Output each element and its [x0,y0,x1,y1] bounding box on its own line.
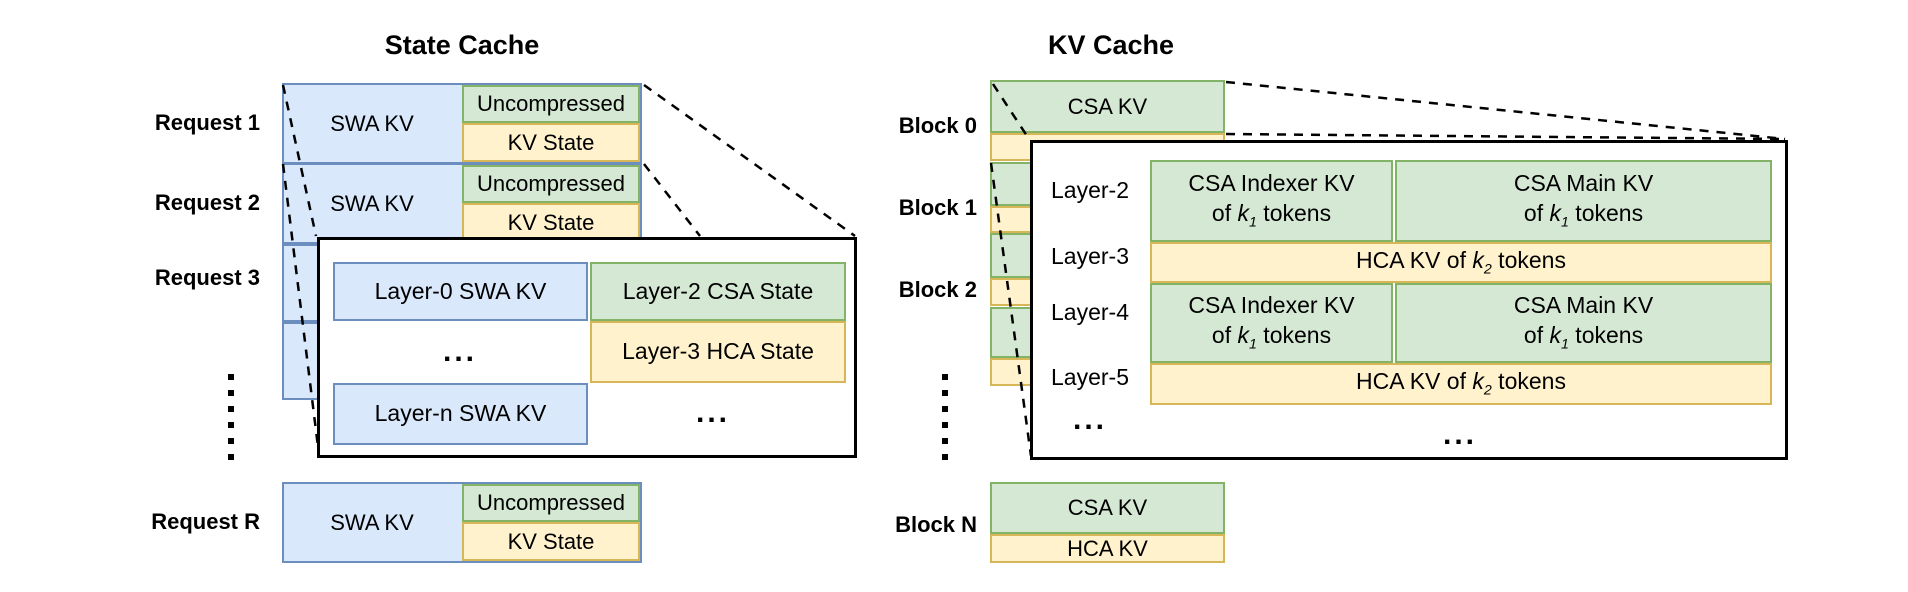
of-text: of [1523,322,1550,349]
k2-variable: k [1472,368,1484,395]
csa-indexer-kv-line1: CSA Indexer KV [1188,292,1355,319]
right-vertical-ellipsis [942,374,948,460]
k2-variable: k [1472,246,1484,273]
hca-kv-of-text: HCA KV of [1356,368,1473,395]
kv-connector-bottom-left [989,162,1033,457]
csa-main-kv-text: CSA Main KV of k1 tokens [1514,291,1653,354]
request-3-label: Request 3 [154,265,260,290]
k1-variable: k [1549,322,1561,349]
csa-main-kv-line1: CSA Main KV [1513,292,1654,319]
csa-main-kv-line2: of k1 tokens [1514,199,1653,232]
k1-variable: k [1237,200,1249,227]
layer-4-row-label: Layer-4 [1051,299,1129,326]
kv-connector-top-right [1225,80,1786,141]
layer3-hca-kv-cell: HCA KV of k2 tokens [1150,242,1772,283]
tokens-text: tokens [1491,246,1566,273]
tokens-text: tokens [1568,322,1644,349]
csa-main-kv-line1: CSA Main KV [1513,170,1654,197]
k1-variable: k [1237,322,1249,349]
kv-connector-top-left [991,83,1031,140]
left-vertical-ellipsis [228,374,234,460]
k2-subscript: 2 [1483,383,1492,400]
blockN-hca-kv-cell: HCA KV [990,534,1225,563]
layer2-csa-main-kv-cell: CSA Main KV of k1 tokens [1395,160,1772,242]
block0-csa-kv-cell: CSA KV [990,80,1225,133]
tokens-text: tokens [1256,200,1332,227]
csa-indexer-kv-line2: of k1 tokens [1188,199,1354,232]
csa-main-kv-line2: of k1 tokens [1514,321,1653,354]
k2-subscript: 2 [1483,261,1492,278]
layer3-hca-state-cell: Layer-3 HCA State [590,321,846,383]
state-connector-top-left [281,84,318,237]
hca-kv-text: HCA KV of k2 tokens [1356,246,1566,279]
layer-5-row-label: Layer-5 [1051,364,1129,391]
requestR-kv-state-cell: KV State [462,522,640,561]
state-detail-left-ellipsis: ... [442,335,477,368]
layer-2-row-label: Layer-2 [1051,177,1129,204]
layern-swa-kv-cell: Layer-n SWA KV [333,383,588,445]
state-connector-mid-right [643,163,701,237]
requestR-uncompressed-cell: Uncompressed [462,484,640,522]
k1-subscript: 1 [1248,214,1257,231]
kv-cache-title: KV Cache [1047,30,1175,60]
block-n-label: Block N [895,512,977,537]
k1-subscript: 1 [1560,336,1569,353]
tokens-text: tokens [1491,368,1566,395]
csa-indexer-kv-text: CSA Indexer KV of k1 tokens [1188,291,1354,354]
state-connector-bottom-left [281,163,321,456]
block-1-label: Block 1 [898,195,977,220]
state-cache-title: State Cache [384,30,540,60]
request-r-label: Request R [151,509,260,534]
blockN-csa-kv-cell: CSA KV [990,482,1225,534]
of-text: of [1211,200,1238,227]
request2-uncompressed-cell: Uncompressed [462,165,640,203]
layer0-swa-kv-cell: Layer-0 SWA KV [333,262,588,321]
request-1-label: Request 1 [154,110,260,135]
layer5-hca-kv-cell: HCA KV of k2 tokens [1150,363,1772,405]
tokens-text: tokens [1256,322,1332,349]
layer4-csa-main-kv-cell: CSA Main KV of k1 tokens [1395,283,1772,363]
block-2-label: Block 2 [898,277,977,302]
csa-indexer-kv-line1: CSA Indexer KV [1188,170,1355,197]
tokens-text: tokens [1568,200,1644,227]
kv-connector-mid-right [1225,132,1786,141]
state-detail-right-ellipsis: ... [695,396,730,429]
csa-indexer-kv-line2: of k1 tokens [1188,321,1354,354]
of-text: of [1211,322,1238,349]
layer4-csa-indexer-kv-cell: CSA Indexer KV of k1 tokens [1150,283,1393,363]
layer2-csa-indexer-kv-cell: CSA Indexer KV of k1 tokens [1150,160,1393,242]
csa-main-kv-text: CSA Main KV of k1 tokens [1514,169,1653,232]
layer-3-row-label: Layer-3 [1051,243,1129,270]
hca-kv-text: HCA KV of k2 tokens [1356,367,1566,400]
of-text: of [1523,200,1550,227]
hca-kv-of-text: HCA KV of [1356,246,1473,273]
kv-detail-bottom-ellipsis: ... [1442,418,1477,451]
layer2-csa-state-cell: Layer-2 CSA State [590,262,846,321]
csa-indexer-kv-text: CSA Indexer KV of k1 tokens [1188,169,1354,232]
k1-subscript: 1 [1560,214,1569,231]
k1-subscript: 1 [1248,336,1257,353]
k1-variable: k [1549,200,1561,227]
request1-kv-state-cell: KV State [462,123,640,162]
kv-detail-layers-ellipsis: ... [1072,403,1107,436]
request1-uncompressed-cell: Uncompressed [462,85,640,123]
block-0-label: Block 0 [898,113,977,138]
state-connector-top-right [643,83,856,238]
request-2-label: Request 2 [154,190,260,215]
